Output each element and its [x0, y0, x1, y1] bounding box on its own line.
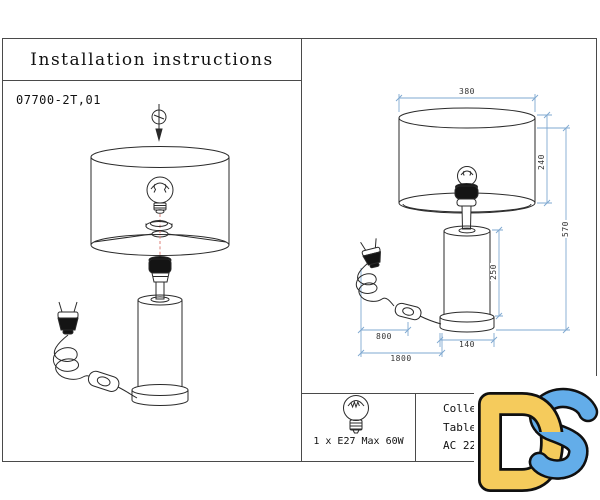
- socket-front: [454, 183, 479, 230]
- dim-label-plug-to-switch: 800: [376, 332, 392, 341]
- power-cord-out: [117, 386, 138, 399]
- lamp-socket: [148, 256, 172, 300]
- dim-total-height: [496, 124, 570, 334]
- spec-info-line-2: Table: [443, 421, 477, 434]
- title-box-rule: [2, 80, 302, 81]
- light-bulb-icon: [146, 176, 174, 214]
- dim-body-height: [492, 226, 503, 320]
- spec-table-divider: [415, 393, 416, 461]
- power-cord-out-front: [419, 315, 442, 325]
- dimensioned-lamp-drawing: [355, 107, 536, 333]
- dim-shade-height: [537, 111, 552, 207]
- dimension-lines: [357, 94, 570, 357]
- bulb-spec-text: 1 x E27 Max 60W: [313, 436, 404, 447]
- spec-info-line-1: Colle: [443, 402, 477, 415]
- ds-logo: [474, 376, 600, 500]
- bulb-spec-icon: [343, 395, 369, 434]
- dim-shade-diameter: [395, 94, 539, 112]
- spec-table-top-rule: [302, 393, 596, 394]
- panel-divider: [301, 38, 302, 461]
- lamp-base-front: [439, 311, 495, 333]
- inline-switch-icon: [87, 370, 120, 392]
- lamp-body: [137, 294, 183, 389]
- screw-icon: [151, 104, 167, 142]
- power-plug-front: [360, 238, 381, 269]
- sheet-border: [2, 38, 597, 462]
- power-plug-icon: [57, 301, 79, 335]
- light-bulb-front: [457, 166, 477, 186]
- dim-label-shade-height: 240: [537, 153, 546, 171]
- dim-label-shade-diameter: 380: [459, 87, 475, 96]
- inline-switch-front: [394, 302, 422, 321]
- exploded-view-diagram: [52, 104, 230, 406]
- title-box: Installation instructions: [2, 38, 302, 81]
- lamp-base: [131, 384, 189, 406]
- power-cord-coil-front: [355, 262, 395, 307]
- page-title: Installation instructions: [30, 49, 274, 70]
- lamp-shade: [90, 146, 230, 256]
- model-number: 07700-2T,01: [16, 93, 101, 107]
- dim-label-cord-length: 1800: [390, 354, 412, 363]
- spec-info-line-3: AC 22: [443, 439, 477, 452]
- dim-label-total-height: 570: [561, 220, 570, 238]
- shade-ring-nut: [145, 220, 173, 231]
- logo-letter-s-front: [528, 432, 589, 480]
- dim-label-base-diameter: 140: [459, 340, 475, 349]
- dim-label-body-height: 250: [489, 263, 498, 281]
- dim-base-diameter: [436, 333, 498, 347]
- lamp-body-front: [443, 225, 491, 316]
- power-cord-coil: [52, 334, 96, 381]
- dim-cord-length: [357, 333, 446, 357]
